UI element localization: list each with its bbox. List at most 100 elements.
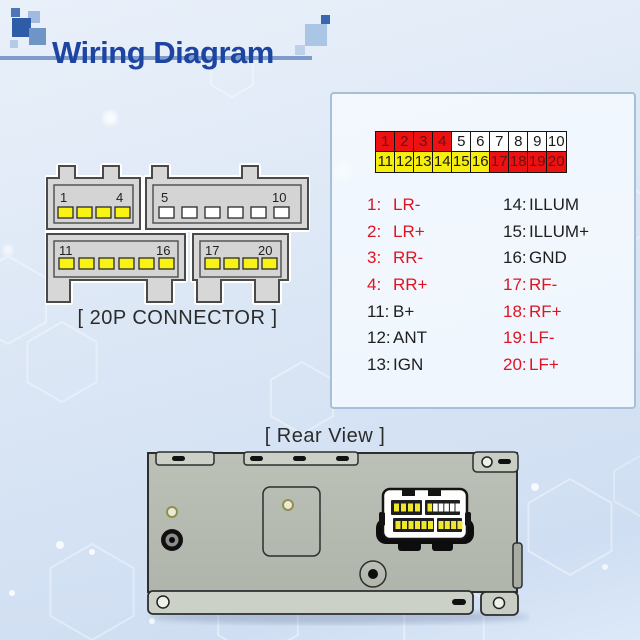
- pin-assignment-19: 19:LF-: [503, 325, 589, 352]
- vent-slot: [172, 456, 185, 461]
- pin-assignment-16: 16:GND: [503, 245, 589, 272]
- pin-cell-10: 10: [546, 131, 567, 153]
- socket-pin: [421, 521, 427, 529]
- bottom-rail: [147, 590, 474, 615]
- pin-label-first: 5: [161, 190, 168, 205]
- pin-function: ILLUM+: [529, 221, 589, 241]
- pin-function: IGN: [393, 354, 424, 374]
- pin-cell-14: 14: [432, 151, 453, 173]
- connector-pin: [250, 206, 267, 219]
- title-underline: [0, 56, 312, 60]
- vent-slot: [250, 456, 263, 461]
- pin-assignment-17: 17:RF-: [503, 272, 589, 299]
- pin-number: 16:: [503, 248, 527, 268]
- pin-block-11-16: [53, 240, 179, 278]
- socket-pin: [428, 521, 433, 529]
- socket-pin: [449, 503, 455, 512]
- screw: [166, 506, 178, 518]
- rear-view-caption: [ Rear View ]: [264, 425, 386, 447]
- pin-cell-1: 1: [375, 131, 396, 153]
- screw-hole: [492, 596, 506, 610]
- pin-cell-4: 4: [432, 131, 453, 153]
- pin-number: 20:: [503, 354, 527, 374]
- pin-cell-2: 2: [394, 131, 415, 153]
- pin-label-first: 1: [60, 190, 67, 205]
- socket-pin: [438, 503, 444, 512]
- pin-number: 17:: [503, 275, 527, 295]
- pin-assignment-1: 1:LR-: [367, 192, 427, 219]
- decorative-square: [12, 18, 31, 37]
- decorative-square: [305, 24, 327, 46]
- socket-pin: [444, 503, 449, 512]
- connector-pin: [223, 257, 240, 270]
- vent-slot: [336, 456, 349, 461]
- pin-number: 3:: [367, 248, 382, 268]
- decorative-square: [10, 40, 18, 48]
- pin-group-1-4: [57, 206, 131, 219]
- socket-pin: [451, 521, 457, 529]
- vent-slot: [293, 456, 306, 461]
- pin-assignment-20: 20:LF+: [503, 352, 589, 379]
- connector-pin: [78, 257, 95, 270]
- pin-number: 19:: [503, 328, 527, 348]
- antenna-jack-center: [169, 537, 175, 543]
- pin-number: 4:: [367, 275, 382, 295]
- socket-pin: [395, 521, 401, 529]
- socket-key-tab: [428, 490, 441, 496]
- connector-pin: [181, 206, 198, 219]
- socket-pin: [457, 521, 463, 529]
- pin-label-first: 11: [59, 243, 73, 258]
- socket-side-clip: [465, 512, 471, 526]
- pin-function: RF-: [529, 275, 558, 295]
- pin-group-5-10: [158, 206, 290, 219]
- bottom-plug-center: [368, 569, 378, 579]
- connector-pin: [242, 257, 259, 270]
- pin-label-last: 16: [156, 243, 170, 258]
- pin-number: 15:: [503, 221, 527, 241]
- pin-label-last: 4: [116, 190, 123, 205]
- pin-assignment-18: 18:RF+: [503, 298, 589, 325]
- pin-function: GND: [529, 248, 567, 268]
- connector-pin: [114, 206, 131, 219]
- pin-cell-13: 13: [413, 151, 434, 173]
- pin-function: LF+: [529, 354, 559, 374]
- socket-pin: [444, 521, 450, 529]
- pin-assignment-4: 4:RR+: [367, 272, 427, 299]
- screw-hole: [156, 595, 170, 609]
- pin-assignment-3: 3:RR-: [367, 245, 427, 272]
- pin-assignment-14: 14:ILLUM: [503, 192, 589, 219]
- connector-pin: [58, 257, 75, 270]
- socket-pin: [402, 521, 407, 529]
- pin-cell-16: 16: [470, 151, 491, 173]
- mounting-bracket: [472, 451, 519, 473]
- page-title: Wiring Diagram: [52, 34, 274, 70]
- vent-slot: [498, 459, 511, 464]
- pin-assignment-11: 11:B+: [367, 298, 427, 325]
- connector-pin: [204, 206, 221, 219]
- screw-hole: [481, 456, 493, 468]
- pin-function: LR+: [393, 221, 425, 241]
- connector-pin: [261, 257, 278, 270]
- socket-pin: [415, 521, 420, 529]
- pin-number: 12:: [367, 328, 391, 348]
- pin-function: ILLUM: [529, 195, 580, 215]
- socket-pin: [401, 503, 406, 512]
- pin-number: 2:: [367, 221, 382, 241]
- pin-function: B+: [393, 301, 415, 321]
- pin-group-11-16: [58, 257, 175, 270]
- socket-key-tab: [402, 490, 415, 496]
- connector-caption: [ 20P CONNECTOR ]: [77, 307, 278, 329]
- connector-pin: [158, 257, 175, 270]
- connector-pin: [98, 257, 115, 270]
- socket-side-clip: [379, 512, 385, 526]
- connector-pin: [138, 257, 155, 270]
- pin-function: LR-: [393, 195, 421, 215]
- connector-pin: [57, 206, 74, 219]
- pin-cell-7: 7: [489, 131, 510, 153]
